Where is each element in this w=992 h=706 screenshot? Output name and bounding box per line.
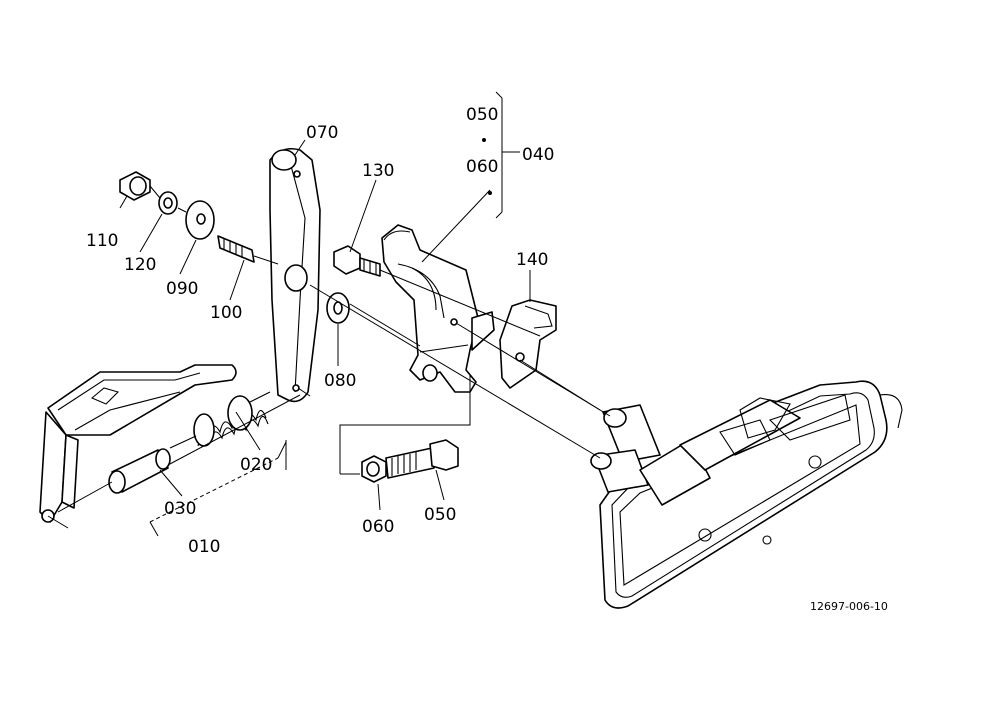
- nut-110-part: [119, 171, 151, 201]
- drawing-code: 12697-006-10: [810, 600, 888, 613]
- label-040: 040: [522, 145, 554, 165]
- nut-060-part: [361, 455, 387, 483]
- lever-040-part: [381, 224, 495, 393]
- label-030: 030: [164, 499, 196, 519]
- label-070: 070: [306, 123, 338, 143]
- plate-140-part: [499, 299, 557, 389]
- label-060-bottom: 060: [362, 517, 394, 537]
- pin-030-part: [57, 448, 171, 513]
- bolt-130-part: [333, 245, 381, 277]
- link-plate-070-part: [269, 147, 321, 403]
- label-120: 120: [124, 255, 156, 275]
- dot-marker: [488, 191, 492, 195]
- bolt-050-part: [385, 439, 459, 479]
- label-130: 130: [362, 161, 394, 181]
- label-100: 100: [210, 303, 242, 323]
- lock-washer-120-part: [158, 191, 178, 215]
- label-110: 110: [86, 231, 118, 251]
- label-020: 020: [240, 455, 272, 475]
- pedal-bracket-part: [39, 364, 237, 529]
- stud-100-part: [217, 235, 255, 263]
- label-140: 140: [516, 250, 548, 270]
- label-060-top: 060: [466, 157, 498, 177]
- washer-090-part: [185, 200, 215, 240]
- label-080: 080: [324, 371, 356, 391]
- label-050-bottom: 050: [424, 505, 456, 525]
- label-050-top: 050: [466, 105, 498, 125]
- washer-080-part: [326, 292, 350, 324]
- dot-marker: [482, 138, 486, 142]
- label-010: 010: [188, 537, 220, 557]
- label-090: 090: [166, 279, 198, 299]
- spring-020-part: [169, 391, 271, 449]
- housing-part: [590, 380, 903, 609]
